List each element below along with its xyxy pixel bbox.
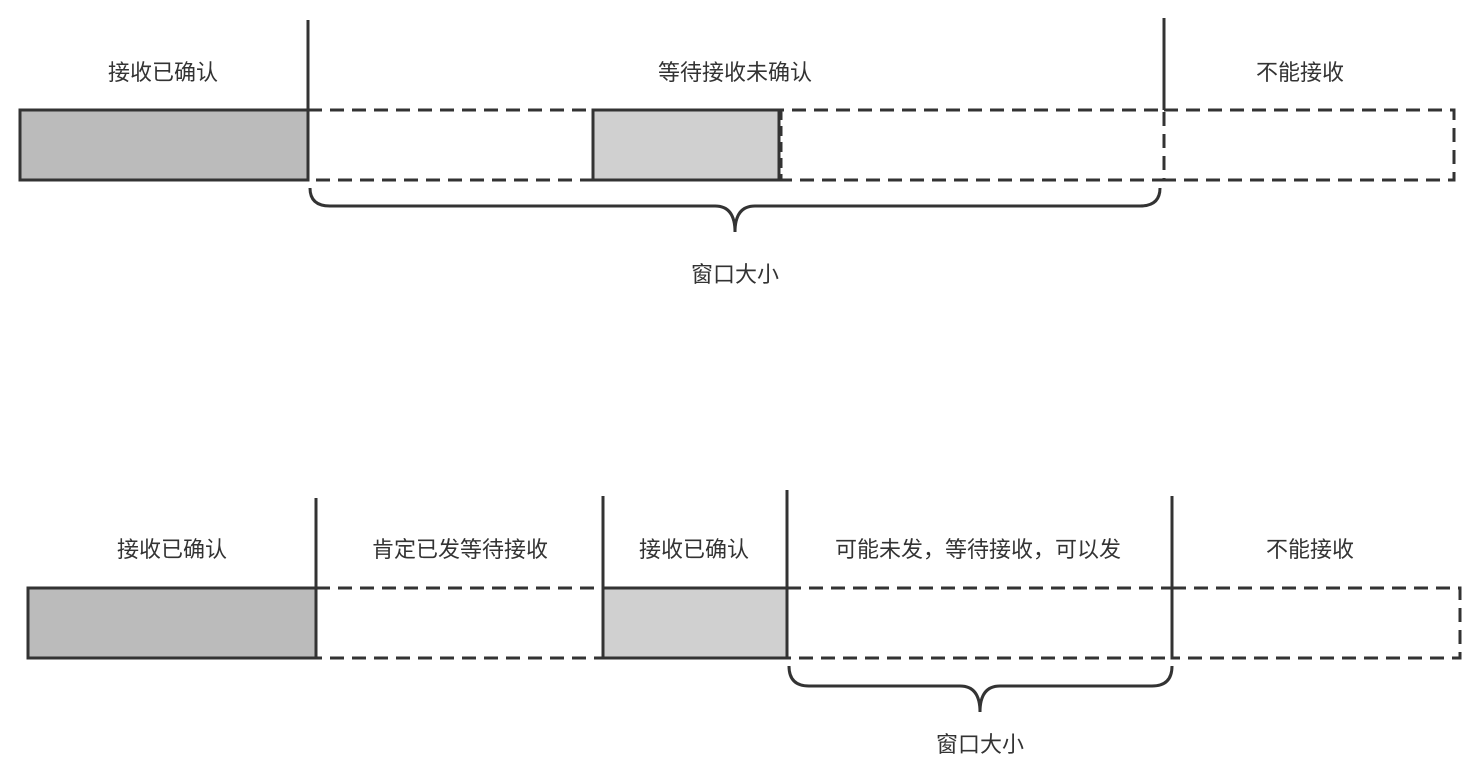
- bottom-label-sent-waiting: 肯定已发等待接收: [372, 538, 548, 563]
- bottom-block-window: [785, 586, 1174, 660]
- top-window-size-label: 窗口大小: [691, 263, 779, 288]
- bottom-block-received-acked: [26, 586, 318, 660]
- bottom-block-sent-waiting: [314, 586, 605, 660]
- bottom-diagram: 接收已确认 肯定已发等待接收 接收已确认 可能未发，等待接收，可以发 不能接收 …: [26, 490, 1462, 758]
- top-block-cannot-receive: [1162, 108, 1456, 182]
- bottom-block-received-acked-2: [601, 586, 789, 660]
- bottom-block-cannot-receive: [1170, 586, 1462, 660]
- bottom-label-maybe-unsent: 可能未发，等待接收，可以发: [835, 538, 1121, 563]
- top-diagram: 接收已确认 等待接收未确认 不能接收 窗口大小: [18, 18, 1456, 288]
- top-window-brace: [308, 187, 1162, 233]
- top-label-waiting-unacked: 等待接收未确认: [658, 61, 812, 86]
- bottom-label-received-acked-2: 接收已确认: [639, 538, 749, 563]
- bottom-window-brace: [787, 665, 1174, 713]
- top-block-received-acked: [18, 108, 310, 182]
- top-block-received-in-window: [591, 108, 781, 182]
- bottom-label-cannot-receive: 不能接收: [1266, 538, 1354, 563]
- top-label-received-acked: 接收已确认: [108, 61, 218, 86]
- bottom-label-received-acked: 接收已确认: [117, 538, 227, 563]
- bottom-window-size-label: 窗口大小: [936, 733, 1024, 758]
- top-label-cannot-receive: 不能接收: [1256, 61, 1344, 86]
